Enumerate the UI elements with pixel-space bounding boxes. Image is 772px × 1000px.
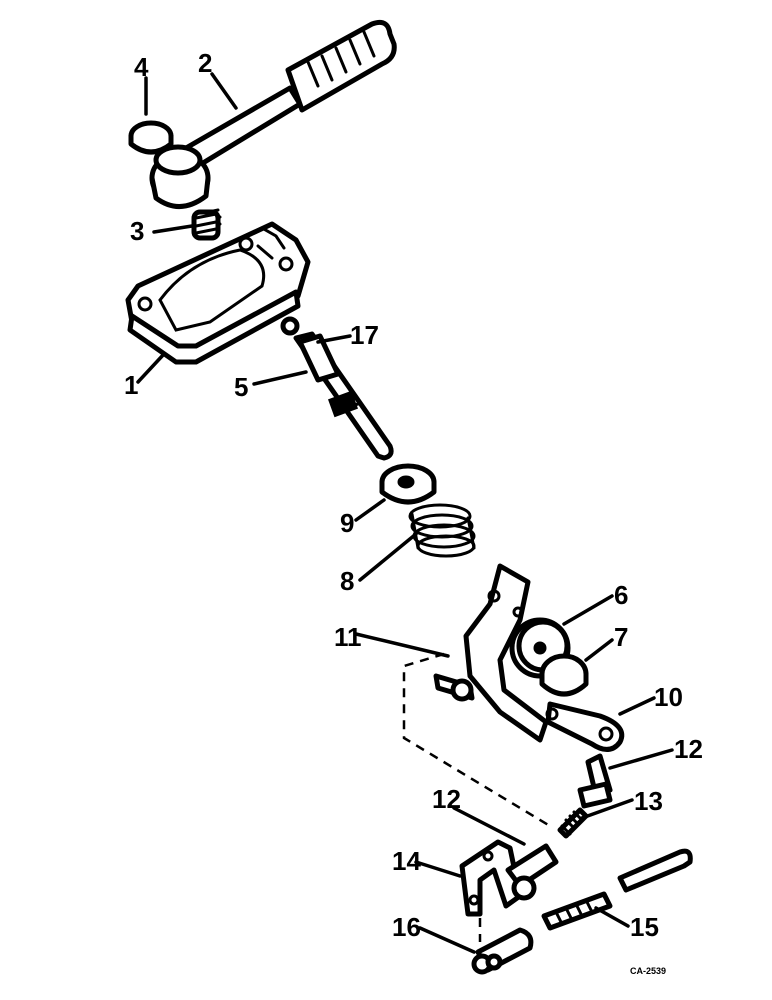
callout-16: 16 xyxy=(392,912,421,942)
callout-7: 7 xyxy=(614,622,628,652)
part-4-cap xyxy=(128,120,174,155)
callout-14: 14 xyxy=(392,846,421,876)
reference-code: CA-2539 xyxy=(630,966,666,976)
assembly-lines xyxy=(402,652,551,942)
callout-9: 9 xyxy=(340,508,354,538)
callout-11: 11 xyxy=(334,622,362,652)
part-15-rod xyxy=(541,848,693,931)
leader-lines xyxy=(136,72,674,954)
part-3-spring xyxy=(191,208,222,241)
part-10-link xyxy=(545,701,625,752)
part-11-bracket xyxy=(433,563,549,743)
callout-4: 4 xyxy=(134,52,149,82)
callout-5: 5 xyxy=(234,372,248,402)
part-1-quadrant-plate xyxy=(125,221,311,365)
callout-10: 10 xyxy=(654,682,683,712)
part-5-shaft xyxy=(280,316,394,461)
callouts: 4 2 3 1 5 17 9 8 6 7 11 10 12 12 13 14 1… xyxy=(124,48,703,976)
part-7-disc xyxy=(539,653,589,697)
callout-15: 15 xyxy=(630,912,659,942)
callout-12-upper: 12 xyxy=(674,734,703,764)
callout-12-lower: 12 xyxy=(432,784,461,814)
callout-3: 3 xyxy=(130,216,144,246)
callout-2: 2 xyxy=(198,48,212,78)
callout-13: 13 xyxy=(634,786,663,816)
part-14-clevis xyxy=(459,839,559,917)
part-9-washer xyxy=(379,463,437,505)
part-16-clevis xyxy=(471,927,534,975)
part-12-upper-pin xyxy=(577,753,613,809)
callout-6: 6 xyxy=(614,580,628,610)
part-8-spring xyxy=(408,503,476,558)
callout-1: 1 xyxy=(124,370,138,400)
callout-8: 8 xyxy=(340,566,354,596)
callout-17: 17 xyxy=(350,320,379,350)
part-2-lever xyxy=(149,19,397,209)
part-13-spring xyxy=(557,807,589,839)
